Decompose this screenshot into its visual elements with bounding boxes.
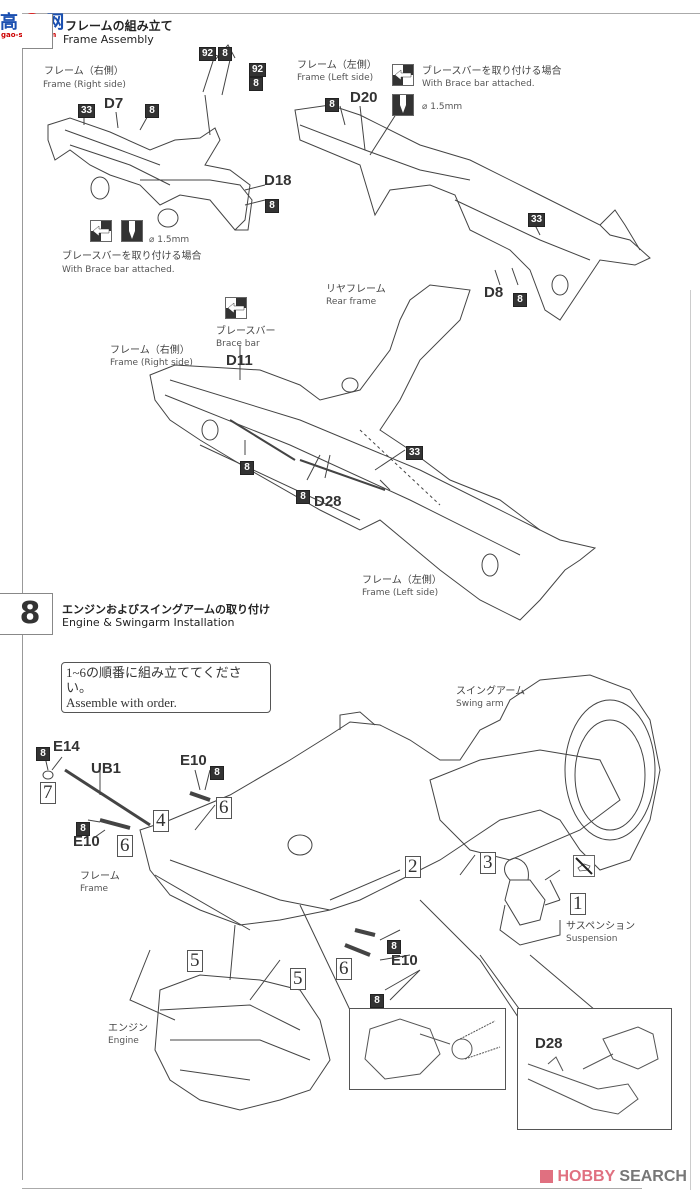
inset-chain-detail (349, 1008, 506, 1090)
frame-right-label-jp: フレーム（右側） (44, 66, 124, 77)
part-label-d20: D20 (350, 89, 378, 106)
part-label-e10: E10 (180, 752, 207, 769)
drill-size: ⌀ 1.5mm (149, 235, 190, 245)
brace-note-en: With Brace bar attached. (62, 265, 175, 275)
suspension-label-jp: サスペンション (566, 921, 636, 932)
part-label-d28: D28 (314, 493, 342, 510)
frame-right-label-en: Frame (Right side) (110, 358, 193, 368)
suspension-label-en: Suspension (566, 934, 618, 944)
order-number-1: 1 (570, 893, 586, 915)
part-badge-8: 8 (296, 484, 310, 504)
frame-label-jp: フレーム (80, 871, 120, 882)
drill-icon (121, 220, 143, 242)
page-border-top (22, 13, 700, 14)
swing-arm-label-en: Swing arm (456, 699, 504, 709)
hobby-search-logo-icon (540, 1170, 553, 1183)
order-number-3: 3 (480, 852, 496, 874)
part-badge-8: 8 (36, 741, 50, 761)
frame-label-en: Frame (80, 884, 109, 894)
part-badge-8: 8 (218, 41, 232, 61)
part-badge-33: 33 (406, 440, 424, 460)
frame-left-label-en: Frame (Left side) (297, 73, 374, 83)
order-number-5: 5 (187, 950, 203, 972)
drill-icon (392, 94, 414, 116)
hobby-search-watermark: HOBBY SEARCH (540, 1168, 687, 1186)
step-8-number-box: 8 (0, 593, 53, 635)
part-badge-8: 8 (210, 760, 224, 780)
part-badge-8: 8 (387, 934, 401, 954)
step-7-title-en: Frame Assembly (63, 33, 154, 46)
brace-note-jp: ブレースバーを取り付ける場合 (62, 251, 202, 262)
part-label-ub1: UB1 (91, 760, 122, 777)
engine-label-jp: エンジン (108, 1023, 148, 1034)
brace-bar-label-en: Brace bar (216, 339, 260, 349)
part-label-d7: D7 (104, 95, 124, 112)
order-number-6: 6 (216, 797, 232, 819)
part-badge-33: 33 (78, 98, 96, 118)
part-label-d28: D28 (535, 1035, 563, 1052)
frame-left-label-jp: フレーム（左側） (297, 60, 377, 71)
frame-left-label-en: Frame (Left side) (362, 588, 439, 598)
part-badge-8: 8 (513, 287, 527, 307)
part-label-e10: E10 (391, 952, 418, 969)
watermark-brand: HOBBY (557, 1168, 615, 1185)
brace-bar-icon (225, 297, 247, 319)
part-label-e14: E14 (53, 738, 80, 755)
part-badge-8: 8 (370, 988, 384, 1008)
part-badge-8: 8 (249, 71, 263, 91)
note-jp: 1~6の順番に組み立ててください。 (66, 665, 242, 695)
part-badge-8: 8 (325, 92, 339, 112)
step-8-title-jp: エンジンおよびスイングアームの取り付け (62, 603, 271, 616)
frame-left-side-drawing (294, 104, 651, 321)
step-7-number-box (22, 14, 53, 49)
frame-right-label-en: Frame (Right side) (43, 80, 126, 90)
brace-note-en: With Brace bar attached. (422, 79, 535, 89)
note-en: Assemble with order. (66, 695, 177, 710)
part-badge-8: 8 (240, 455, 254, 475)
order-number-5: 5 (290, 968, 306, 990)
engine-swingarm-drawing (42, 674, 661, 1111)
watermark-brand2: SEARCH (619, 1168, 687, 1185)
order-number-6: 6 (117, 835, 133, 857)
brace-bar-icon (90, 220, 112, 242)
part-label-d8: D8 (484, 284, 504, 301)
inset-d28-detail: D28 (517, 1008, 672, 1130)
rear-frame-label-jp: リヤフレーム (326, 284, 386, 295)
order-number-4: 4 (153, 810, 169, 832)
order-number-6: 6 (336, 958, 352, 980)
brace-note-jp: ブレースバーを取り付ける場合 (422, 66, 562, 77)
part-badge-8: 8 (76, 816, 90, 836)
engine-label-en: Engine (108, 1036, 139, 1046)
part-label-e10: E10 (73, 833, 100, 850)
brace-bar-label-jp: ブレースバー (216, 326, 276, 337)
part-badge-8: 8 (265, 193, 279, 213)
part-label-d18: D18 (264, 172, 292, 189)
assembly-order-note: 1~6の順番に組み立ててください。 Assemble with order. (61, 662, 271, 713)
part-badge-92: 92 (199, 41, 217, 61)
logo-char-1: 高 (0, 12, 18, 33)
brace-bar-icon (392, 64, 414, 86)
step-8-number: 8 (19, 596, 41, 631)
no-cement-icon (573, 855, 595, 877)
step-8-title-en: Engine & Swingarm Installation (62, 616, 235, 629)
combined-frame-drawing (149, 284, 597, 621)
page-border-bottom (22, 1188, 642, 1189)
order-number-2: 2 (405, 856, 421, 878)
part-badge-92: 92 (249, 57, 267, 77)
frame-left-label-jp: フレーム（左側） (362, 575, 442, 586)
drill-size: ⌀ 1.5mm (422, 102, 463, 112)
part-badge-8: 8 (145, 98, 159, 118)
rear-frame-label-en: Rear frame (326, 297, 377, 307)
part-badge-33: 33 (528, 207, 546, 227)
part-label-d11: D11 (226, 352, 253, 369)
swing-arm-label-jp: スイングアーム (456, 686, 526, 697)
frame-right-label-jp: フレーム（右側） (110, 345, 190, 356)
page-border-right (690, 290, 691, 1190)
order-number-7: 7 (40, 782, 56, 804)
step-7-title-jp: フレームの組み立て (65, 19, 173, 33)
